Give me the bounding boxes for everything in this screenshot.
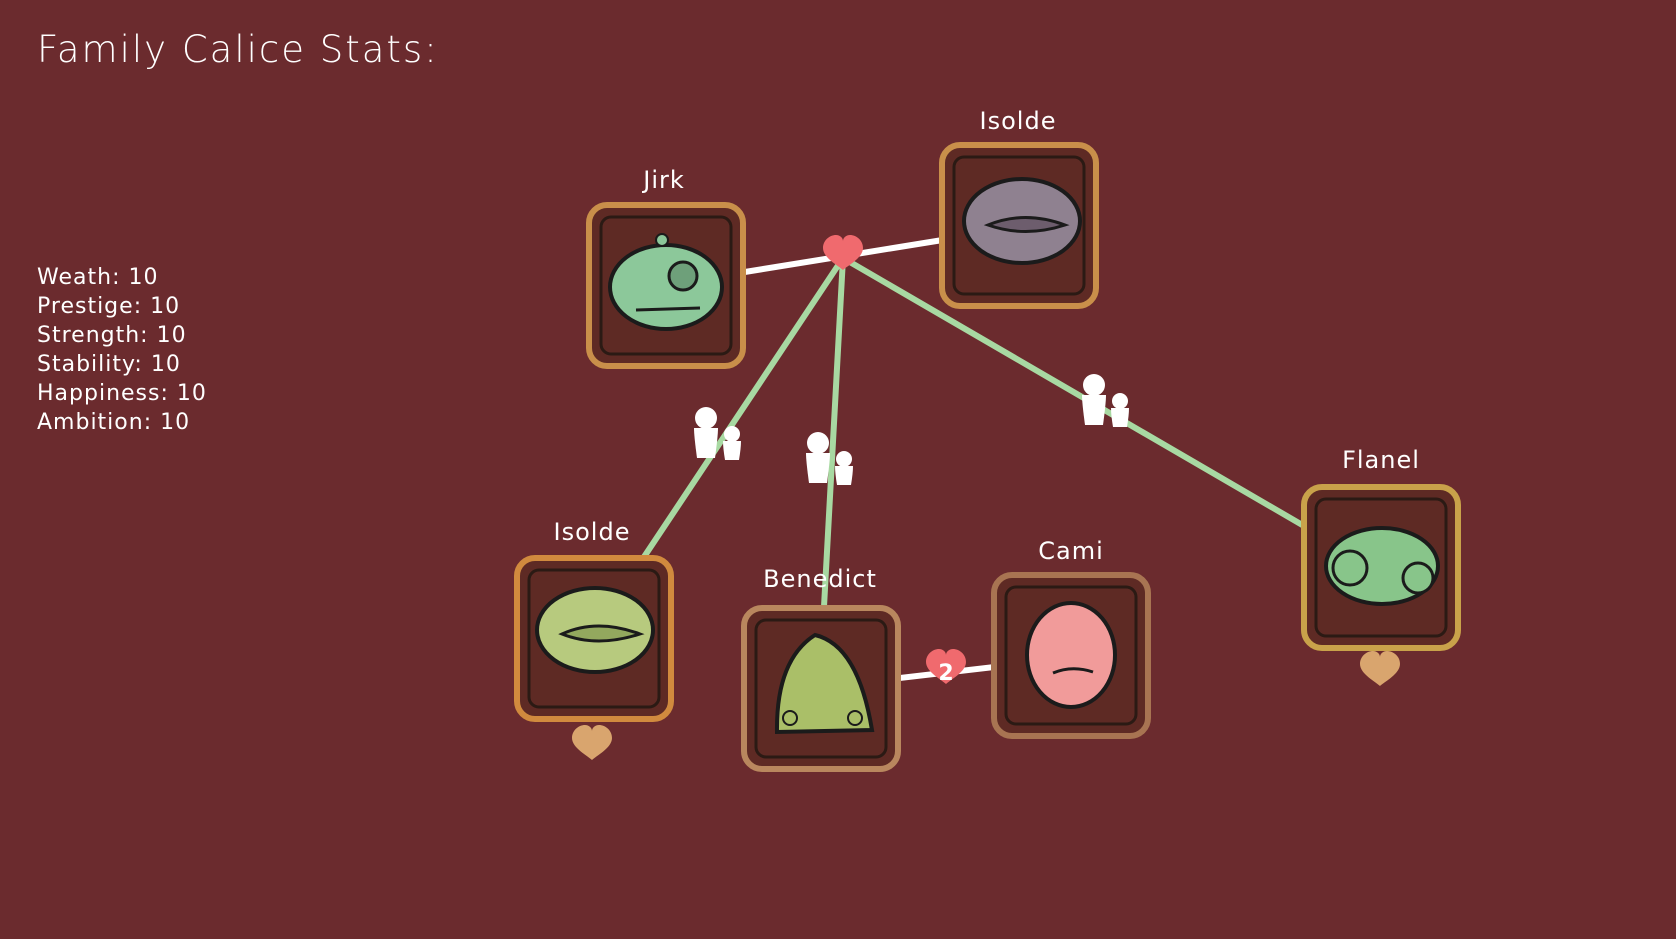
member-card-cami[interactable]: Cami <box>991 537 1151 739</box>
jirk-portrait-icon <box>608 233 724 331</box>
stat-ambition: Ambition: 10 <box>37 410 191 435</box>
stat-wealth: Weath: 10 <box>37 265 159 290</box>
flanel-portrait-icon <box>1324 526 1440 606</box>
marriage-count: 2 <box>938 661 953 686</box>
stat-prestige: Prestige: 10 <box>37 294 181 319</box>
member-card-flanel[interactable]: Flanel <box>1301 446 1461 651</box>
member-card-isolde-child[interactable]: Isolde <box>514 518 674 722</box>
stat-value: 10 <box>156 323 187 348</box>
single-heart-icon[interactable] <box>572 725 612 760</box>
single-heart-icon[interactable] <box>1360 651 1400 686</box>
family-stats-panel: Weath: 10 Prestige: 10 Strength: 10 Stab… <box>37 263 207 437</box>
benedict-portrait-icon <box>774 632 875 735</box>
marriage-heart-count-icon[interactable]: 2 <box>926 649 966 686</box>
member-card-jirk[interactable]: Jirk <box>586 166 746 369</box>
member-name: Jirk <box>641 166 685 194</box>
children-icon[interactable] <box>1082 374 1129 427</box>
member-card-isolde-spouse[interactable]: Isolde <box>939 107 1099 309</box>
stat-value: 10 <box>128 265 159 290</box>
member-name: Isolde <box>980 107 1057 135</box>
stat-value: 10 <box>150 294 181 319</box>
member-card-benedict[interactable]: Benedict <box>741 565 901 772</box>
member-name: Benedict <box>763 565 877 593</box>
stat-label: Weath <box>37 265 113 290</box>
stat-label: Stability <box>37 352 135 377</box>
stat-label: Happiness <box>37 381 161 406</box>
stat-happiness: Happiness: 10 <box>37 381 207 406</box>
stat-value: 10 <box>176 381 207 406</box>
stat-label: Prestige <box>37 294 134 319</box>
child-line-benedict <box>820 255 846 628</box>
stat-value: 10 <box>150 352 181 377</box>
stat-strength: Strength: 10 <box>37 323 187 348</box>
stat-label: Ambition <box>37 410 144 435</box>
page-title: Family Calice Stats: <box>37 28 439 71</box>
isolde-portrait-icon <box>535 586 655 674</box>
stat-stability: Stability: 10 <box>37 352 181 377</box>
child-line-isolde <box>619 255 846 593</box>
member-name: Isolde <box>554 518 631 546</box>
cami-portrait-icon <box>1025 601 1117 709</box>
children-icon[interactable] <box>694 407 741 460</box>
member-name: Flanel <box>1342 446 1420 474</box>
stat-value: 10 <box>160 410 191 435</box>
stat-label: Strength <box>37 323 141 348</box>
isolde-portrait-icon <box>962 177 1082 265</box>
member-name: Cami <box>1038 537 1104 565</box>
